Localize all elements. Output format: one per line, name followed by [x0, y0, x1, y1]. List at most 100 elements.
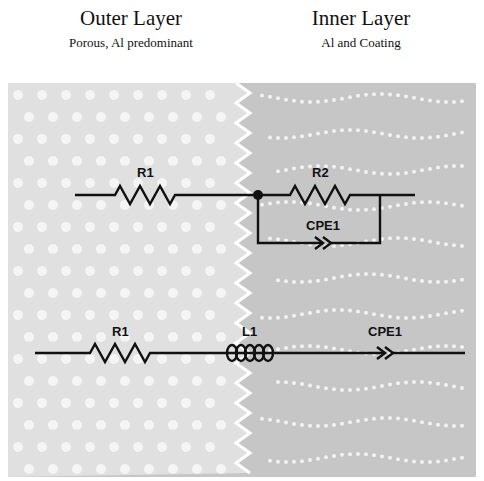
coating-dot	[284, 168, 288, 172]
coating-dot	[340, 453, 344, 457]
coating-dot	[276, 419, 280, 423]
pore-dot	[133, 266, 143, 276]
coating-dot	[356, 208, 360, 212]
coating-dot	[404, 202, 408, 206]
pore-dot	[13, 222, 23, 232]
coating-dot	[396, 275, 400, 279]
pore-dot	[120, 112, 130, 122]
pore-dot	[133, 222, 143, 232]
coating-dot	[300, 100, 304, 104]
pore-dot	[205, 90, 215, 100]
coating-dot	[332, 98, 336, 102]
coating-dot	[396, 457, 400, 461]
coating-dot	[372, 272, 376, 276]
coating-dot	[396, 236, 400, 240]
coating-dot	[444, 242, 448, 246]
coating-dot	[436, 313, 440, 317]
coating-dot	[340, 308, 344, 312]
pore-dot	[216, 156, 226, 166]
coating-dot	[348, 95, 352, 99]
coating-dot	[388, 133, 392, 137]
coating-dot	[276, 237, 280, 241]
component-label: CPE1	[306, 218, 340, 233]
pore-dot	[85, 442, 95, 452]
pore-dot	[192, 464, 202, 474]
pore-dot	[144, 420, 154, 430]
pore-dot	[192, 376, 202, 386]
component-label: R1	[112, 324, 129, 339]
pore-dot	[48, 200, 58, 210]
coating-dot	[412, 237, 416, 241]
coating-dot	[316, 385, 320, 389]
coating-dot	[292, 460, 296, 464]
coating-dot	[348, 208, 352, 212]
pore-dot	[96, 420, 106, 430]
coating-dot	[316, 203, 320, 207]
pore-dot	[109, 266, 119, 276]
pore-dot	[144, 156, 154, 166]
coating-dot	[444, 458, 448, 462]
coating-dot	[356, 169, 360, 173]
pore-dot	[157, 134, 167, 144]
pore-dot	[109, 354, 119, 364]
coating-dot	[412, 201, 416, 205]
coating-dot	[460, 456, 464, 460]
coating-dot	[364, 170, 368, 174]
pore-dot	[24, 420, 34, 430]
coating-dot	[308, 458, 312, 462]
coating-dot	[292, 422, 296, 426]
pore-dot	[109, 178, 119, 188]
layer-heading: Outer Layer	[8, 6, 254, 31]
coating-dot	[436, 241, 440, 245]
coating-dot	[300, 280, 304, 284]
pore-dot	[72, 332, 82, 342]
pore-dot	[61, 90, 71, 100]
coating-dot	[404, 458, 408, 462]
circuit-wires	[35, 186, 465, 362]
coating-dot	[404, 316, 408, 320]
coating-dot	[340, 422, 344, 426]
coating-dot	[404, 277, 408, 281]
pore-dot	[192, 112, 202, 122]
component-label: R1	[137, 165, 154, 180]
pore-dot	[61, 398, 71, 408]
coating-dot	[372, 385, 376, 389]
coating-dot	[316, 310, 320, 314]
coating-dot	[324, 130, 328, 134]
pore-dot	[109, 310, 119, 320]
pore-dot	[181, 90, 191, 100]
coating-dot	[420, 168, 424, 172]
pore-dot	[61, 134, 71, 144]
pore-dot	[181, 134, 191, 144]
pore-dot	[133, 90, 143, 100]
coating-dot	[276, 96, 280, 100]
coating-dot	[436, 135, 440, 139]
pore-dot	[13, 134, 23, 144]
pore-dot	[109, 222, 119, 232]
coating-dot	[276, 380, 280, 384]
pore-dot	[37, 178, 47, 188]
coating-dot	[332, 165, 336, 169]
coating-dot	[420, 380, 424, 384]
coating-dot	[444, 280, 448, 284]
pore-dot	[96, 332, 106, 342]
coating-dot	[356, 388, 360, 392]
coating-dot	[420, 315, 424, 319]
coating-dot	[276, 347, 280, 351]
pore-dot	[37, 90, 47, 100]
coating-dot	[412, 316, 416, 320]
pore-dot	[216, 420, 226, 430]
coating-dot	[268, 236, 272, 240]
coating-dot	[268, 418, 272, 422]
resistor-symbol	[258, 186, 415, 204]
coating-dot	[324, 386, 328, 390]
pore-dot	[24, 288, 34, 298]
coating-dot	[452, 424, 456, 428]
coating-dot	[260, 417, 264, 421]
coating-dot	[308, 344, 312, 348]
coating-dot	[372, 238, 376, 242]
wire	[225, 352, 275, 354]
coating-dot	[340, 348, 344, 352]
pore-dot	[157, 90, 167, 100]
coating-dot	[428, 422, 432, 426]
